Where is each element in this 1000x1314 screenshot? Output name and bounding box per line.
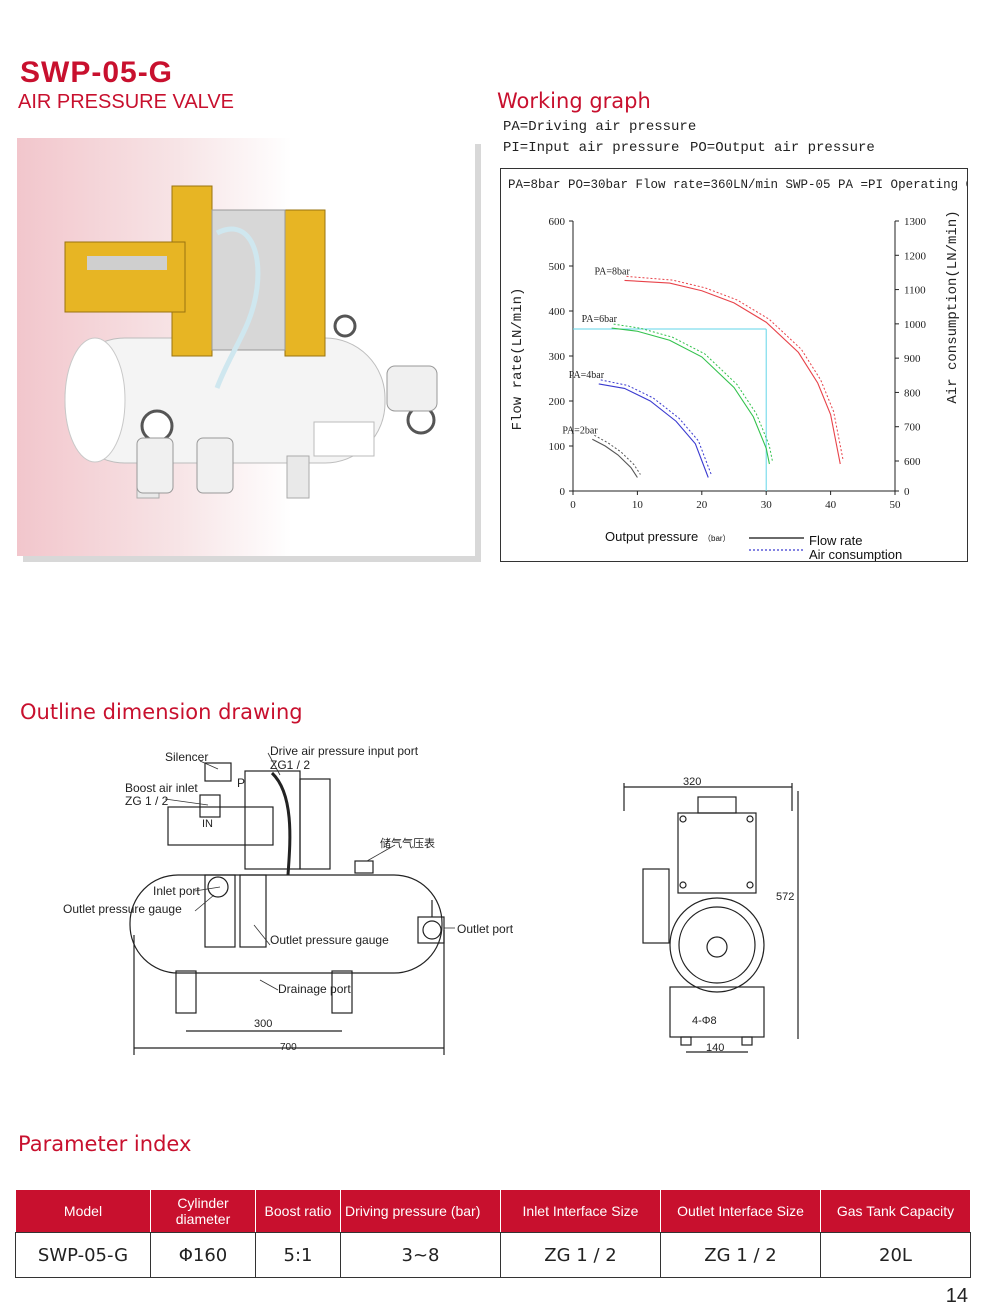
legend-flow-label: Flow rate xyxy=(809,533,862,548)
chart-header: PA=8bar PO=30bar Flow rate=360LN/min SWP… xyxy=(508,178,967,192)
working-graph-frame: PA=8bar PO=30bar Flow rate=360LN/min SWP… xyxy=(500,168,1000,562)
label-boost-inlet: Boost air inlet xyxy=(125,781,198,795)
flow-curve-4 xyxy=(592,438,638,478)
x-tick-label: 40 xyxy=(825,499,837,511)
header-outlet: Outlet Interface Size xyxy=(660,1189,821,1233)
legend-air-label: Air consumption xyxy=(809,547,902,561)
y2-tick-label: 1100 xyxy=(904,285,926,297)
model-title: SWP-05-G xyxy=(20,56,174,89)
table-row: SWP-05-G Φ160 5:1 3~8 ZG 1 / 2 ZG 1 / 2 … xyxy=(15,1232,971,1278)
operating-curve-chart: PA=8bar PO=30bar Flow rate=360LN/min SWP… xyxy=(508,178,1000,562)
y-tick-label: 300 xyxy=(549,351,566,363)
label-gauge-cn: 储气气压表 xyxy=(380,836,435,850)
series-label-4: PA=2bar xyxy=(562,425,598,436)
y2-tick-label: 700 xyxy=(904,422,921,434)
label-drainage: Drainage port xyxy=(278,982,351,996)
booster-illustration xyxy=(64,185,438,499)
dim-320: 320 xyxy=(683,776,701,788)
working-graph-title: Working graph xyxy=(497,89,651,113)
header-inlet: Inlet Interface Size xyxy=(500,1189,661,1233)
cell-boost: 5:1 xyxy=(255,1232,341,1278)
label-in: IN xyxy=(202,818,213,830)
table-header-row: Model Cylinder diameter Boost ratio Driv… xyxy=(15,1189,971,1233)
product-photo xyxy=(17,138,475,556)
series-label-2: PA=6bar xyxy=(582,314,618,325)
parameter-table: Model Cylinder diameter Boost ratio Driv… xyxy=(15,1189,971,1278)
y-tick-label: 100 xyxy=(549,441,566,453)
legend-pi: PI=Input air pressure xyxy=(503,140,680,156)
legend-po: PO=Output air pressure xyxy=(690,140,875,156)
label-silencer: Silencer xyxy=(165,750,208,764)
dim-300: 300 xyxy=(254,1018,272,1030)
header-tank: Gas Tank Capacity xyxy=(820,1189,971,1233)
y2-tick-label: 800 xyxy=(904,387,921,399)
cell-outlet: ZG 1 / 2 xyxy=(660,1232,821,1278)
y2-tick-label: 1300 xyxy=(904,216,927,228)
y-tick-label: 500 xyxy=(549,261,566,273)
x-tick-label: 50 xyxy=(890,499,902,511)
header-driving: Driving pressure (bar) xyxy=(340,1189,501,1233)
label-drive-zg: ZG1 / 2 xyxy=(270,758,310,772)
flow-curve-2 xyxy=(611,327,770,465)
flow-curve-3 xyxy=(598,383,709,478)
y-right-label: Air consumption(LN/min) xyxy=(945,210,961,403)
label-boost-zg: ZG 1 / 2 xyxy=(125,794,169,808)
tank-outline xyxy=(129,874,443,974)
y2-tick-label: 1200 xyxy=(904,250,927,262)
x-axis-unit: （bar） xyxy=(703,534,731,543)
y2-tick-label: 900 xyxy=(904,353,921,365)
header-boost: Boost ratio xyxy=(255,1189,341,1233)
label-inlet-port: Inlet port xyxy=(153,884,200,898)
x-axis-label: Output pressure xyxy=(605,529,698,544)
air-curve-1 xyxy=(626,275,844,462)
label-drive-port: Drive air pressure input port xyxy=(270,744,419,758)
x-tick-label: 20 xyxy=(696,499,708,511)
x-tick-label: 30 xyxy=(761,499,773,511)
x-tick-label: 0 xyxy=(570,499,576,511)
outline-drawing: Silencer Drive air pressure input port Z… xyxy=(63,744,799,1055)
y2-tick-label: 0 xyxy=(904,486,910,498)
cell-driving: 3~8 xyxy=(340,1232,501,1278)
outline-title: Outline dimension drawing xyxy=(20,700,303,724)
y-tick-label: 600 xyxy=(549,216,566,228)
label-outlet-gauge-mid: Outlet pressure gauge xyxy=(270,933,389,947)
series-label-1: PA=8bar xyxy=(595,266,631,277)
y-tick-label: 400 xyxy=(549,306,566,318)
cell-inlet: ZG 1 / 2 xyxy=(500,1232,661,1278)
y-tick-label: 200 xyxy=(549,396,566,408)
y2-tick-label: 600 xyxy=(904,456,921,468)
cell-model: SWP-05-G xyxy=(15,1232,151,1278)
parameter-title: Parameter index xyxy=(18,1132,192,1156)
dim-572: 572 xyxy=(776,891,794,903)
dim-700: 700 xyxy=(280,1042,297,1053)
air-curve-2 xyxy=(613,323,773,462)
legend-pa: PA=Driving air pressure xyxy=(503,119,697,135)
label-outlet-gauge-left: Outlet pressure gauge xyxy=(63,902,182,916)
y-left-label: Flow rate(LN/min) xyxy=(510,288,526,431)
flow-curve-1 xyxy=(624,279,841,465)
dim-140: 140 xyxy=(706,1042,724,1054)
dim-4phi8: 4-Φ8 xyxy=(692,1015,717,1027)
cell-tank: 20L xyxy=(820,1232,971,1278)
header-cylinder: Cylinder diameter xyxy=(150,1189,256,1233)
y2-tick-label: 1000 xyxy=(904,319,927,331)
label-outlet-port: Outlet port xyxy=(457,922,514,936)
label-p: P xyxy=(237,776,245,790)
x-tick-label: 10 xyxy=(632,499,644,511)
air-curve-3 xyxy=(600,379,712,475)
air-curve-4 xyxy=(594,434,641,475)
header-model: Model xyxy=(15,1189,151,1233)
series-label-3: PA=4bar xyxy=(569,370,605,381)
y-tick-label: 0 xyxy=(560,486,566,498)
cell-cylinder: Φ160 xyxy=(150,1232,256,1278)
product-name: AIR PRESSURE VALVE xyxy=(18,91,234,113)
page-number: 14 xyxy=(945,1285,968,1307)
